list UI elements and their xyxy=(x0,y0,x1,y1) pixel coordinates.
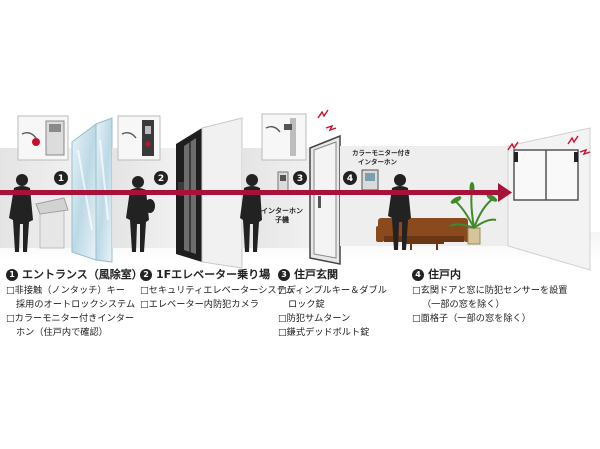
caption-entrance-title: 1 エントランス（風除室） xyxy=(6,268,143,282)
caption-unit-entrance-number: 3 xyxy=(278,269,290,281)
inset-door-lock xyxy=(261,113,307,161)
color-monitor-label: カラーモニター付き インターホン xyxy=(352,148,411,166)
svg-text:1: 1 xyxy=(58,174,64,184)
unit-entrance-area xyxy=(240,109,341,265)
svg-text:4: 4 xyxy=(347,174,353,184)
caption-unit-entrance-line-3: □防犯サムターン xyxy=(278,313,351,324)
caption-inside-unit-number: 4 xyxy=(412,269,424,281)
caption-elevator-line-1: □セキュリティエレベーターシステム xyxy=(140,285,295,296)
caption-inside-unit-line-1: □玄関ドアと窓に防犯センサーを設置 xyxy=(412,285,568,296)
svg-text:3: 3 xyxy=(297,174,303,184)
person-silhouette-3 xyxy=(240,174,262,252)
caption-inside-unit: 4 住戸内 □玄関ドアと窓に防犯センサーを設置 （一部の窓を除く） □面格子（一… xyxy=(412,268,568,326)
flow-arrow xyxy=(0,183,512,202)
caption-entrance-line-1: □非接触（ノンタッチ）キー xyxy=(6,285,125,296)
svg-text:子機: 子機 xyxy=(275,215,289,224)
person-silhouette-4 xyxy=(388,174,411,250)
window-sensor-left xyxy=(514,152,518,162)
coffee-table xyxy=(404,240,444,244)
caption-inside-unit-title: 4 住戸内 xyxy=(412,268,568,282)
caption-entrance-number: 1 xyxy=(6,269,18,281)
caption-entrance-line-4: ホン（住戸内で確認） xyxy=(16,327,108,338)
caption-unit-entrance-title: 3 住戸玄関 xyxy=(278,268,387,282)
living-room-area xyxy=(340,127,591,271)
sofa xyxy=(376,218,472,242)
window-sensor-spark xyxy=(507,135,591,156)
caption-unit-entrance-line-1: □ディンプルキー＆ダブル xyxy=(278,285,387,296)
caption-elevator-title: 2 1Fエレベーター乗り場 xyxy=(140,268,295,282)
caption-unit-entrance-line-4: □鎌式デッドボルト錠 xyxy=(278,327,370,338)
station-marker-1: 1 xyxy=(54,171,68,185)
person-silhouette-2 xyxy=(126,176,155,252)
unit-door xyxy=(313,141,337,259)
caption-entrance-line-3: □カラーモニター付きインター xyxy=(6,313,135,324)
svg-text:インターホン: インターホン xyxy=(261,206,303,215)
caption-entrance-line-2: 採用のオートロックシステム xyxy=(16,299,136,310)
caption-inside-unit-line-2: （一部の窓を除く） xyxy=(422,299,505,310)
autolock-panel xyxy=(35,197,69,215)
caption-unit-entrance: 3 住戸玄関 □ディンプルキー＆ダブル ロック錠 □防犯サムターン □鎌式デッド… xyxy=(278,268,387,340)
entrance-area xyxy=(0,115,113,263)
station-marker-2: 2 xyxy=(154,171,168,185)
station-marker-4: 4 xyxy=(343,171,357,185)
person-silhouette-1 xyxy=(9,174,33,252)
door-sensor-spark xyxy=(317,109,337,132)
caption-elevator: 2 1Fエレベーター乗り場 □セキュリティエレベーターシステム □エレベーター内… xyxy=(140,268,295,312)
caption-elevator-line-2: □エレベーター内防犯カメラ xyxy=(140,299,259,310)
intercom-child-label: インターホン 子機 xyxy=(261,206,303,224)
svg-text:カラーモニター付き: カラーモニター付き xyxy=(352,148,411,157)
caption-entrance: 1 エントランス（風除室） □非接触（ノンタッチ）キー 採用のオートロックシステ… xyxy=(6,268,143,340)
elevator-call-button xyxy=(178,182,184,196)
svg-text:2: 2 xyxy=(158,174,164,184)
station-marker-3: 3 xyxy=(293,171,307,185)
autolock-stand xyxy=(39,207,65,249)
svg-text:インターホン: インターホン xyxy=(358,157,398,166)
caption-elevator-number: 2 xyxy=(140,269,152,281)
caption-unit-entrance-line-2: ロック錠 xyxy=(288,299,325,310)
caption-inside-unit-line-3: □面格子（一部の窓を除く） xyxy=(412,313,531,324)
window-sensor-right xyxy=(574,152,578,162)
